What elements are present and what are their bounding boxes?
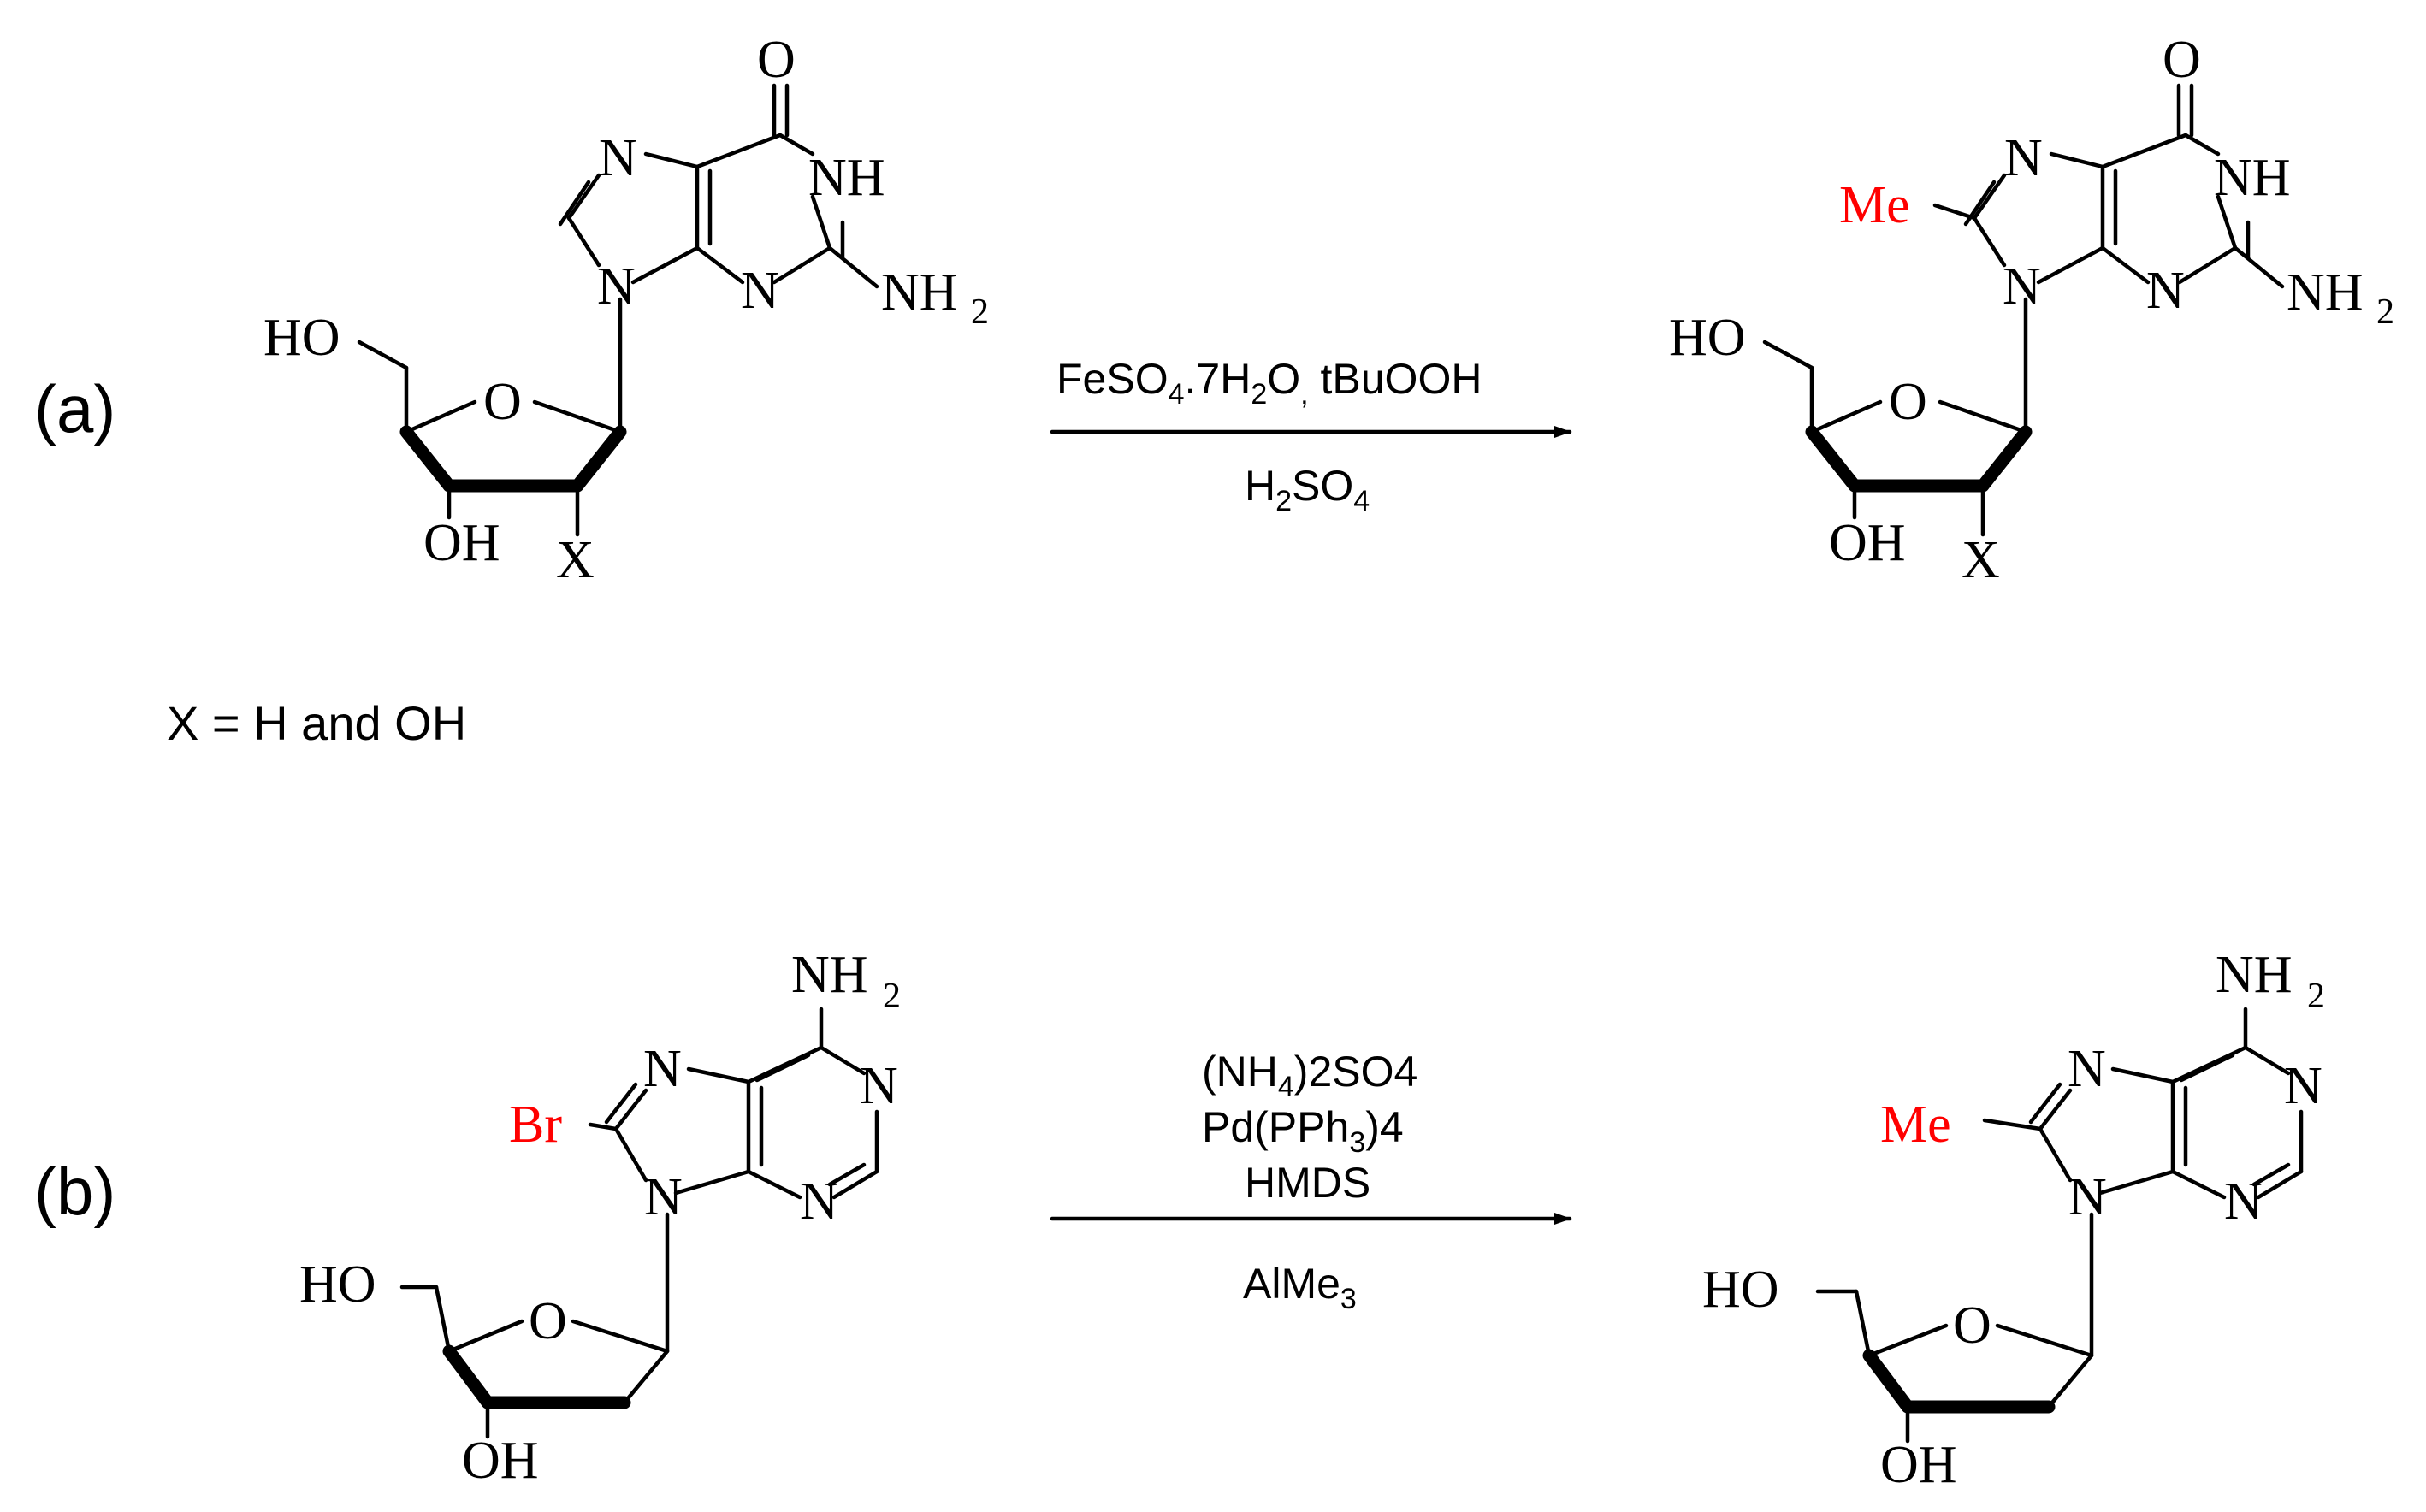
panel-a-label: (a): [34, 371, 115, 446]
atom-label: OH: [1880, 1436, 1957, 1494]
atom-label: O: [2163, 31, 2201, 89]
methyl-label: Me: [1839, 176, 1910, 234]
atom-label: N: [2224, 1172, 2263, 1231]
atom-label: N: [599, 129, 637, 187]
substrate-b-labels: NH 2 N N N N Br HO O OH: [299, 946, 901, 1490]
atom-label: N: [2146, 262, 2185, 320]
atom-label: O: [529, 1292, 567, 1350]
conditions-b-line2: Pd(PPh3)4: [1202, 1103, 1404, 1159]
atom-label: NH: [2287, 263, 2364, 322]
atom-label: O: [1889, 373, 1927, 431]
atom-label: 2: [2307, 977, 2325, 1016]
atom-label: X: [556, 531, 595, 589]
atom-label: NH: [881, 263, 958, 322]
conditions-b-line1: (NH4)2SO4: [1202, 1048, 1417, 1103]
atom-label: NH: [2214, 149, 2291, 207]
product-a-labels: O NH N NH 2 N N Me HO O OH X: [1669, 31, 2394, 589]
atom-label: OH: [462, 1432, 539, 1490]
conditions-a-above: FeSO4.7H2O, tBuOOH: [1056, 355, 1482, 410]
atom-label: N: [644, 1168, 683, 1226]
atom-label: N: [643, 1040, 682, 1098]
atom-label: N: [800, 1172, 838, 1231]
atom-label: 2: [883, 977, 901, 1016]
atom-label: N: [2004, 129, 2043, 187]
atom-label: O: [483, 373, 522, 431]
bromo-label: Br: [509, 1096, 562, 1154]
methyl-label: Me: [1880, 1096, 1951, 1154]
atom-label: N: [741, 262, 779, 320]
substrate-a-labels: O NH N NH 2 N N HO O OH X: [263, 31, 989, 589]
atom-label: N: [597, 257, 636, 316]
atom-label: 2: [2376, 292, 2394, 332]
atom-label: HO: [1702, 1261, 1779, 1319]
substituent-note: X = H and OH: [167, 696, 466, 750]
atom-label: O: [757, 31, 796, 89]
atom-label: HO: [299, 1255, 376, 1314]
atom-label: N: [2068, 1168, 2107, 1226]
atom-label: HO: [263, 309, 340, 367]
product-a-structure: [1762, 83, 2285, 537]
atom-label: NH: [2216, 946, 2293, 1004]
atom-label: HO: [1669, 309, 1746, 367]
atom-label: N: [2003, 257, 2041, 316]
substrate-a-structure: [357, 83, 879, 537]
panel-b-label: (b): [34, 1154, 115, 1229]
atom-label: NH: [808, 149, 885, 207]
atom-label: NH: [791, 946, 868, 1004]
product-b-labels: NH 2 N N N N Me HO O OH: [1702, 946, 2325, 1494]
atom-label: OH: [1829, 514, 1906, 572]
atom-label: N: [860, 1057, 898, 1115]
conditions-b-below: AlMe3: [1243, 1260, 1357, 1315]
conditions-b-line3: HMDS: [1245, 1159, 1370, 1207]
atom-label: OH: [423, 514, 500, 572]
conditions-a-below: H2SO4: [1245, 462, 1370, 517]
product-b-structure: [1815, 1007, 2304, 1444]
atom-label: O: [1953, 1296, 1991, 1355]
atom-label: X: [1962, 531, 2000, 589]
substrate-b-structure: [399, 1007, 879, 1439]
atom-label: N: [2284, 1057, 2322, 1115]
atom-label: 2: [971, 292, 989, 332]
atom-label: N: [2068, 1040, 2106, 1098]
